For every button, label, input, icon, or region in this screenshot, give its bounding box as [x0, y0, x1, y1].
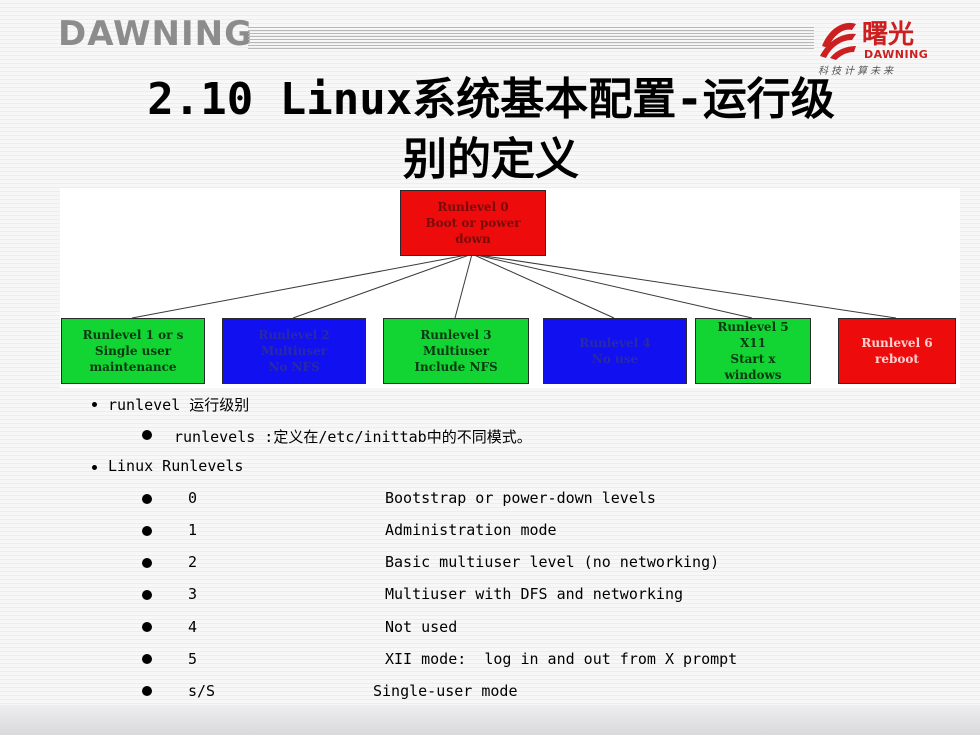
level-description: Administration mode [385, 521, 557, 539]
runlevel-1-label: Runlevel 1 or s Single user maintenance [82, 328, 184, 374]
level-description: Multiuser with DFS and networking [385, 585, 684, 603]
level-description: Basic multiuser level (no networking) [385, 553, 720, 571]
sub-bullet-dot [142, 430, 152, 440]
slide-title: 2.10 Linux系统基本配置-运行级 别的定义 [86, 70, 896, 190]
level-id: 0 [188, 489, 198, 507]
level-bullet-dot [142, 590, 152, 600]
level-id: 1 [188, 521, 198, 539]
level-bullet-dot [142, 526, 152, 536]
bullet-runlevels-definition: runlevels :定义在/etc/inittab中的不同模式。 [174, 428, 532, 446]
bullet-linux-runlevels: Linux Runlevels [108, 457, 244, 475]
runlevel-0-box: Runlevel 0 Boot or power down [400, 190, 546, 256]
level-bullet-dot [142, 558, 152, 568]
bullet-dot [92, 402, 97, 407]
header-rule-lines [248, 27, 814, 49]
brand-logo: 曙光 DAWNING 科技计算未来 [816, 12, 966, 82]
brand-swirl-icon [820, 22, 856, 60]
level-description: Bootstrap or power-down levels [385, 489, 656, 507]
background-footer-band [0, 705, 980, 735]
level-id: 2 [188, 553, 198, 571]
bullet-runlevel: runlevel 运行级别 [108, 396, 250, 414]
level-id: 5 [188, 650, 198, 668]
dawning-logo-text: DAWNING [58, 14, 253, 54]
level-bullet-dot [142, 494, 152, 504]
bullet-dot [92, 465, 97, 470]
brand-english-name: DAWNING [864, 48, 929, 61]
brand-slogan: 科技计算未来 [818, 66, 896, 77]
level-bullet-dot [142, 654, 152, 664]
slide-title-line-1: 2.10 Linux系统基本配置-运行级 [147, 74, 835, 125]
runlevel-4-label: Runlevel 4 No use [579, 336, 651, 366]
runlevel-4-box: Runlevel 4 No use [543, 318, 687, 384]
level-description: Not used [385, 618, 458, 636]
runlevel-3-label: Runlevel 3 Multiuser Include NFS [414, 328, 498, 374]
runlevel-2-box: Runlevel 2 Multiuser No NFS [222, 318, 366, 384]
runlevel-6-box: Runlevel 6 reboot [838, 318, 956, 384]
runlevel-5-box: Runlevel 5 X11 Start x windows [695, 318, 811, 384]
level-description: Single-user mode [373, 682, 518, 700]
level-id: s/S [188, 682, 216, 700]
runlevel-5-label: Runlevel 5 X11 Start x windows [717, 320, 789, 382]
level-bullet-dot [142, 622, 152, 632]
level-bullet-dot [142, 686, 152, 696]
brand-chinese-name: 曙光 [862, 20, 915, 50]
runlevel-1-box: Runlevel 1 or s Single user maintenance [61, 318, 205, 384]
runlevel-6-label: Runlevel 6 reboot [861, 336, 933, 366]
slide-title-line-2: 别的定义 [403, 134, 579, 185]
level-id: 4 [188, 618, 198, 636]
runlevel-0-label: Runlevel 0 Boot or power down [425, 200, 521, 246]
runlevel-3-box: Runlevel 3 Multiuser Include NFS [383, 318, 529, 384]
level-id: 3 [188, 585, 198, 603]
level-description: XII mode: log in and out from X prompt [385, 650, 738, 668]
runlevel-2-label: Runlevel 2 Multiuser No NFS [258, 328, 330, 374]
